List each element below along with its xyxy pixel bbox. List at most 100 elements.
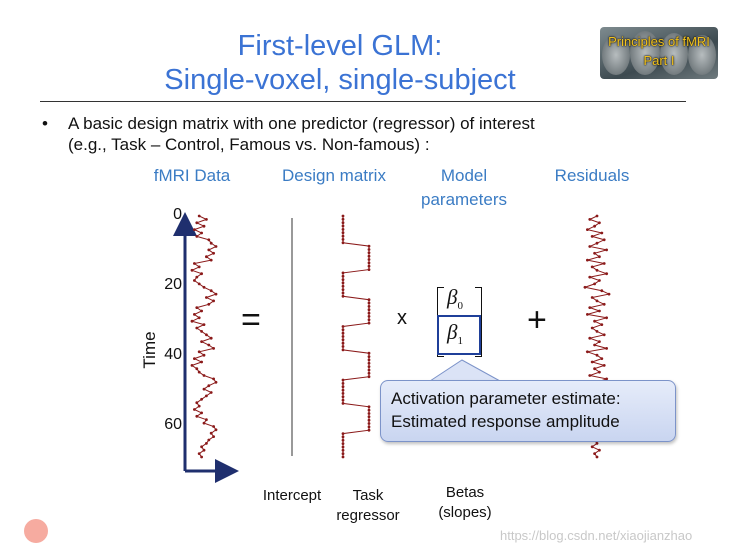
bullet-line-2: (e.g., Task – Control, Famous vs. Non-fa… <box>68 135 430 154</box>
task-point-15 <box>367 264 371 268</box>
title-divider <box>40 101 686 102</box>
task-point-61 <box>367 418 371 422</box>
task-point-57 <box>367 405 371 409</box>
task-point-17 <box>341 271 345 275</box>
residual-point-24 <box>590 296 594 299</box>
fmri-point-28 <box>200 309 204 313</box>
task-point-1 <box>341 217 345 221</box>
heading-fmri-data: fMRI Data <box>153 166 231 185</box>
fmri-point-23 <box>214 292 218 296</box>
brain-logo-icon: Principles of fMRI Part I <box>600 27 718 79</box>
fmri-point-43 <box>200 360 204 364</box>
fmri-point-5 <box>200 231 204 235</box>
time-tick-40: 40 <box>164 346 182 363</box>
task-point-49 <box>341 378 345 382</box>
task-point-42 <box>367 355 371 358</box>
fmri-point-16 <box>190 268 194 272</box>
task-point-23 <box>341 291 345 295</box>
task-point-29 <box>367 311 371 315</box>
residual-point-2 <box>598 221 601 225</box>
residual-point-45 <box>593 367 596 371</box>
residual-point-14 <box>602 262 606 265</box>
task-point-47 <box>367 371 371 375</box>
task-point-56 <box>341 402 345 405</box>
fmri-point-12 <box>205 255 208 259</box>
fmri-point-13 <box>209 258 213 262</box>
task-point-33 <box>341 325 345 328</box>
task-point-24 <box>341 294 345 298</box>
watermark-text: https://blog.csdn.net/xiaojianzhao <box>500 528 693 543</box>
residual-point-29 <box>586 313 589 316</box>
fmri-point-71 <box>200 455 204 459</box>
callout-line-1: Activation parameter estimate: <box>391 389 621 408</box>
residual-point-47 <box>588 374 592 377</box>
fmri-point-56 <box>197 404 201 408</box>
residual-point-27 <box>588 306 592 309</box>
task-point-53 <box>341 392 345 395</box>
slide-marker-dot <box>24 519 48 543</box>
fmri-point-66 <box>207 438 211 442</box>
bullet-text: A basic design matrix with one predictor… <box>68 113 628 155</box>
fmri-line <box>190 215 218 458</box>
heading-residuals: Residuals <box>554 166 630 185</box>
fmri-point-55 <box>195 401 199 405</box>
residual-point-40 <box>586 350 589 354</box>
callout-pointer-icon <box>428 359 501 382</box>
fmri-point-40 <box>197 350 201 354</box>
task-point-59 <box>367 412 371 415</box>
fmri-point-63 <box>214 428 218 432</box>
fmri-point-10 <box>207 248 211 252</box>
fmri-point-60 <box>205 418 208 422</box>
residual-point-7 <box>602 238 606 242</box>
residual-point-71 <box>595 455 599 459</box>
residual-point-33 <box>590 326 594 330</box>
residual-point-69 <box>598 448 601 452</box>
task-point-34 <box>341 328 345 332</box>
task-point-18 <box>341 274 345 278</box>
task-point-2 <box>341 221 345 225</box>
residual-point-67 <box>595 442 599 445</box>
residual-point-35 <box>602 333 606 337</box>
fmri-point-49 <box>214 380 218 384</box>
residual-point-17 <box>605 272 608 276</box>
residual-point-41 <box>595 353 599 357</box>
multiply-sign: x <box>397 307 407 329</box>
bullet-dot-icon: • <box>42 114 48 133</box>
task-point-69 <box>341 445 345 449</box>
task-point-14 <box>367 261 371 265</box>
callout-line-2: Estimated response amplitude <box>391 412 620 431</box>
residual-point-21 <box>583 285 587 289</box>
residual-point-22 <box>600 289 604 293</box>
task-point-71 <box>341 452 345 456</box>
beta-0: β0 <box>447 285 463 313</box>
fmri-point-19 <box>193 279 196 282</box>
residual-point-70 <box>593 452 596 455</box>
task-point-9 <box>367 244 371 248</box>
task-point-51 <box>341 385 345 389</box>
fmri-point-69 <box>202 448 206 452</box>
fmri-point-48 <box>212 377 216 381</box>
fmri-point-51 <box>202 387 206 391</box>
fmri-point-37 <box>200 340 204 343</box>
task-point-70 <box>341 448 345 452</box>
slide-title-line-2: Single-voxel, single-subject <box>164 64 516 96</box>
plus-sign: + <box>527 301 547 339</box>
task-line <box>342 216 370 457</box>
task-point-5 <box>341 231 345 235</box>
fmri-point-27 <box>195 306 199 309</box>
fmri-point-14 <box>193 262 196 265</box>
task-point-68 <box>341 442 345 445</box>
fmri-point-47 <box>202 374 206 377</box>
bullet-line-1: A basic design matrix with one predictor… <box>68 114 535 133</box>
residual-point-1 <box>588 218 592 221</box>
fmri-point-8 <box>209 241 213 245</box>
fmri-series <box>190 214 218 459</box>
fmri-point-42 <box>193 357 196 360</box>
residual-point-31 <box>593 319 596 323</box>
task-point-10 <box>367 248 371 251</box>
residual-point-37 <box>598 340 601 343</box>
task-point-0 <box>341 214 345 218</box>
fmri-point-50 <box>207 384 211 388</box>
label-intercept: Intercept <box>262 487 322 504</box>
equals-sign: = <box>241 301 261 339</box>
